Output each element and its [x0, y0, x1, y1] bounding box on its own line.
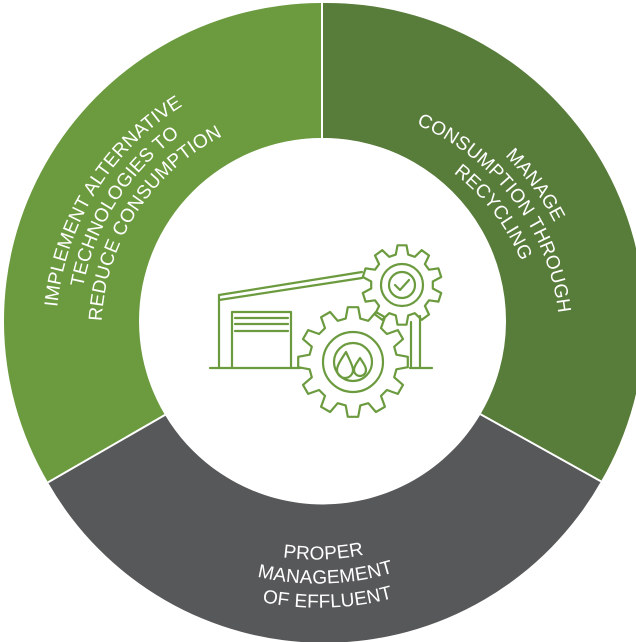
- segment-proper: [48, 414, 601, 642]
- segment-dividers: [47, 3, 602, 484]
- factory-gears-icon: [208, 244, 443, 418]
- segment-manage: [322, 2, 636, 482]
- segment-implement: [3, 3, 322, 483]
- warehouse-icon: [208, 270, 434, 370]
- water-drops-gear-icon: [297, 306, 409, 418]
- checkmark-gear-icon: [361, 244, 443, 326]
